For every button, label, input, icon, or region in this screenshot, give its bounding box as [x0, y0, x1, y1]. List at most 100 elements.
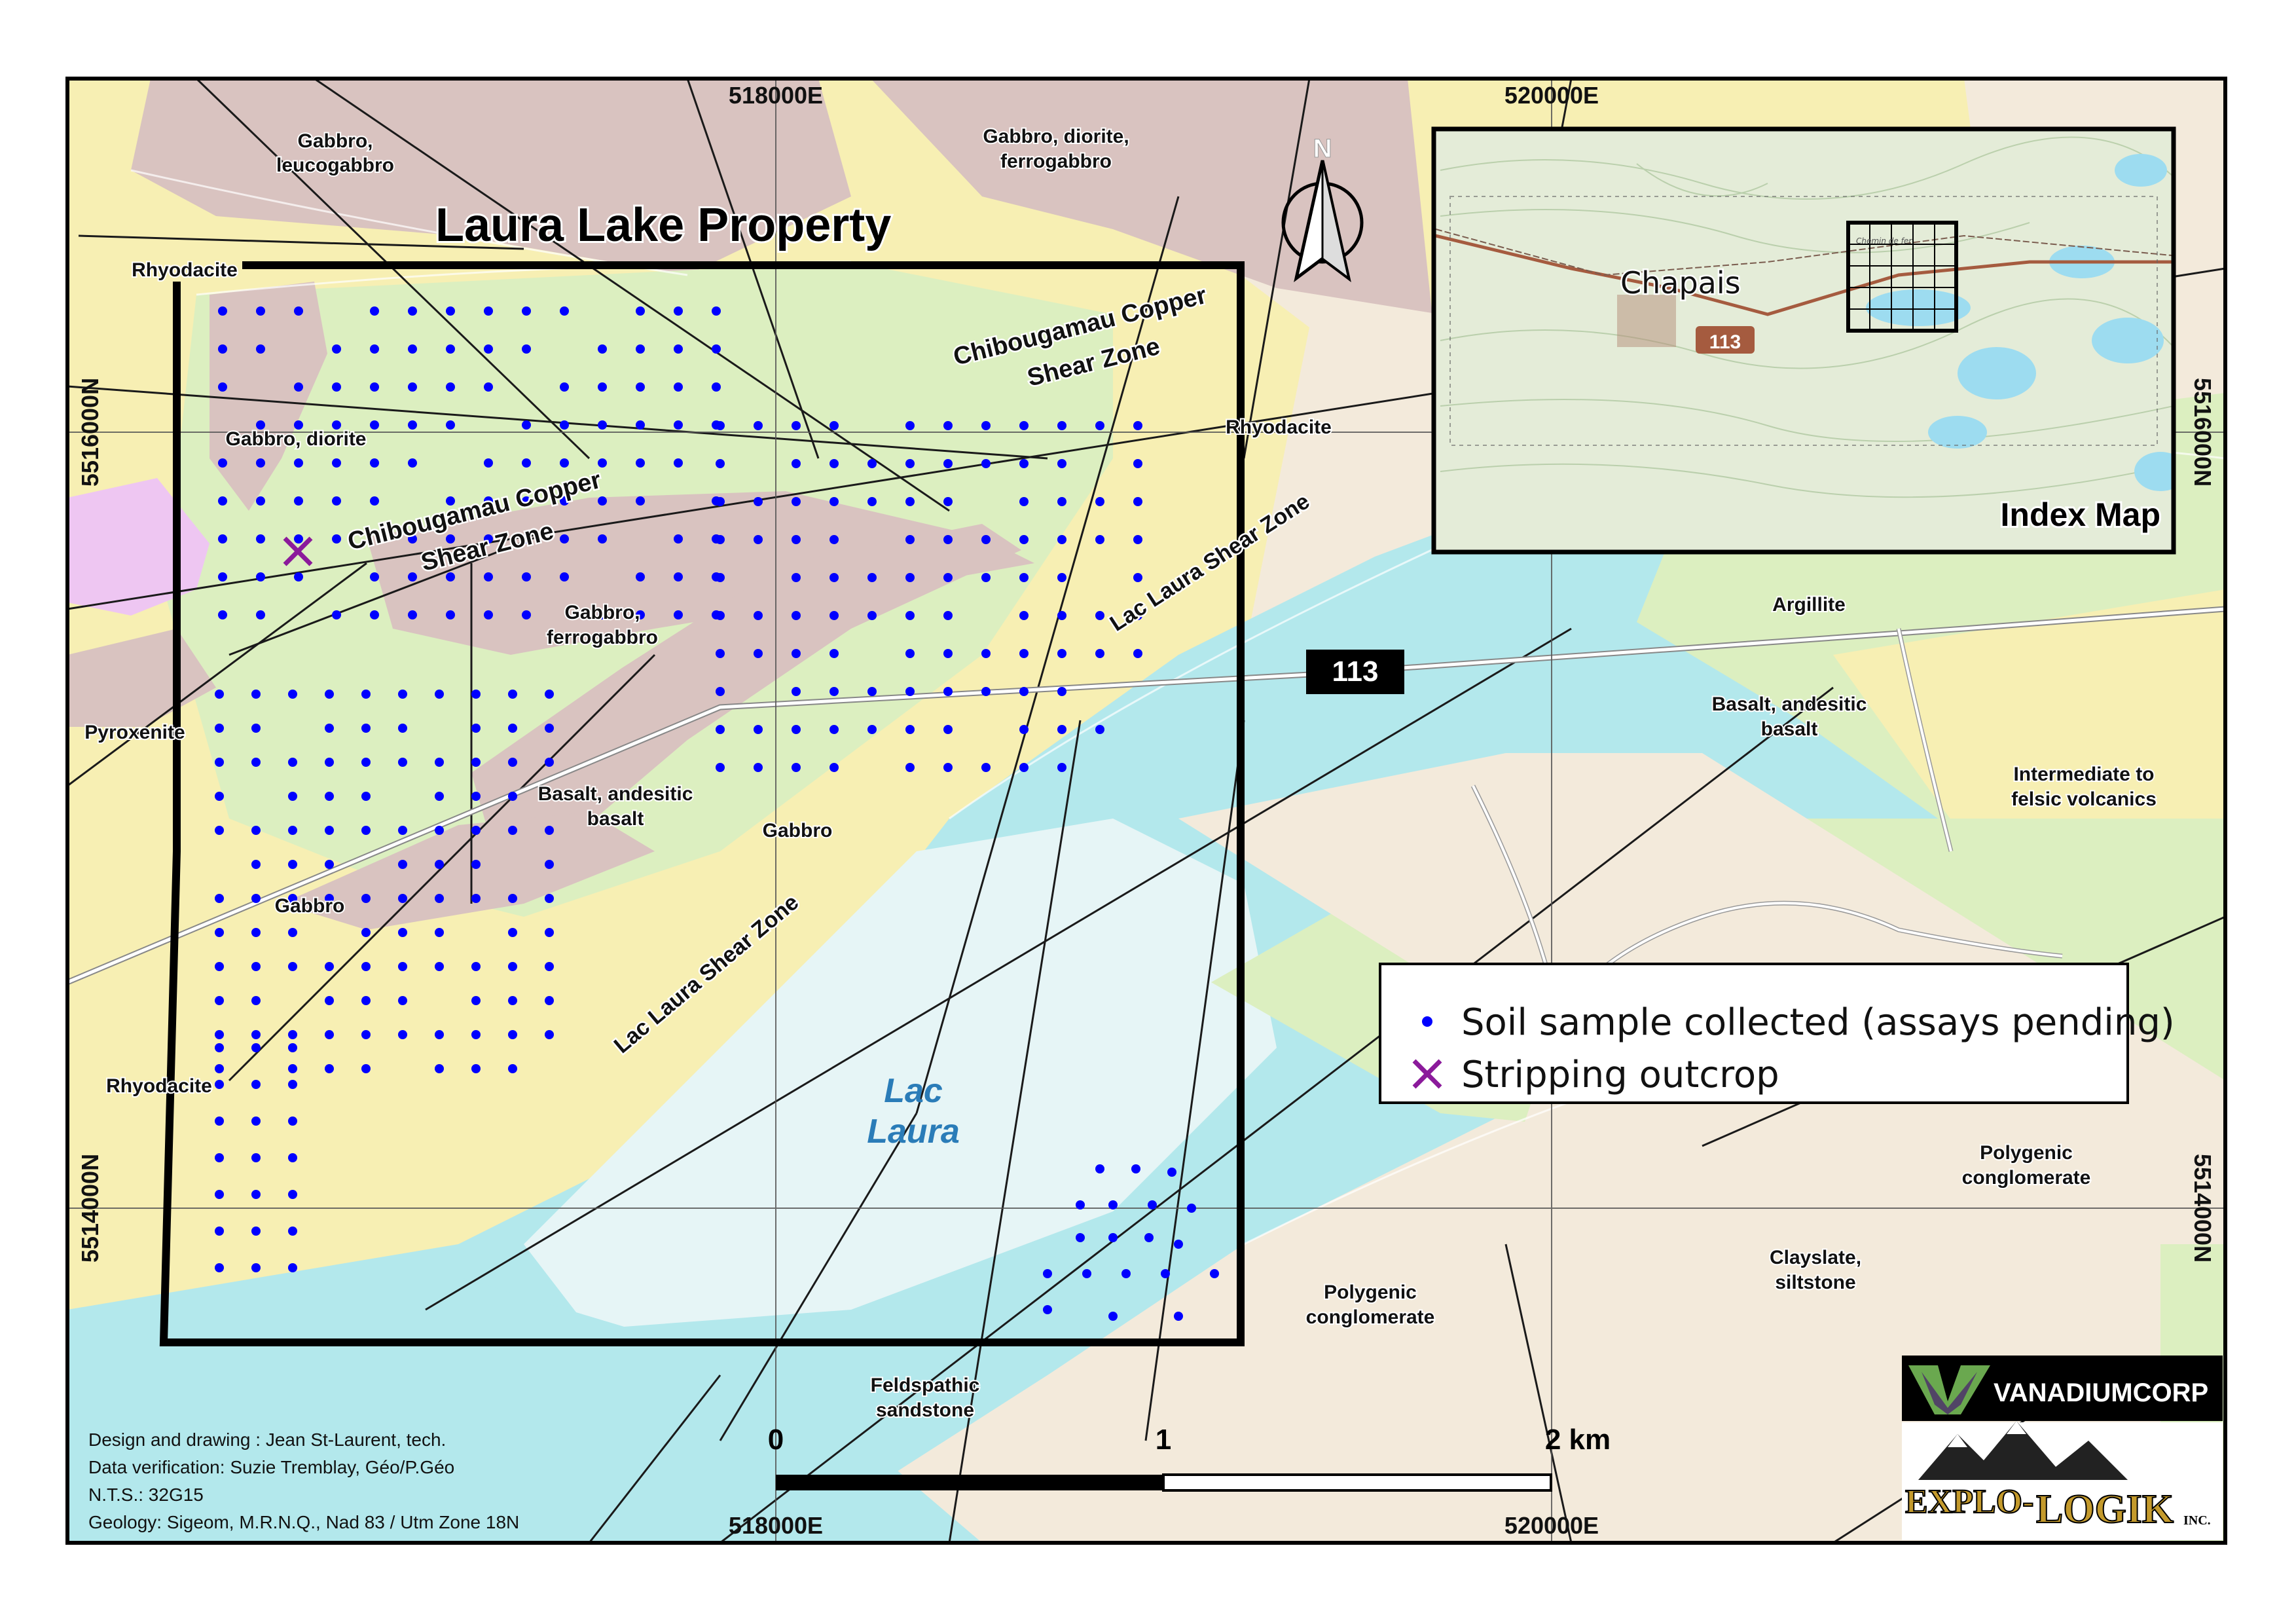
credit-nts: N.T.S.: 32G15 [88, 1485, 204, 1505]
soil-sample-dot [215, 1030, 224, 1039]
soil-sample-dot [251, 724, 261, 733]
soil-sample-dot [981, 687, 991, 696]
lake-label-1: Lac [884, 1072, 943, 1110]
soil-sample-dot [560, 382, 569, 392]
soil-sample-dot [288, 1227, 297, 1236]
soil-sample-dot [251, 826, 261, 835]
soil-sample-dot [215, 1043, 224, 1052]
soil-sample-dot [215, 758, 224, 767]
soil-sample-dot [508, 792, 517, 801]
soil-sample-dot [398, 1030, 407, 1039]
soil-sample-dot [398, 860, 407, 869]
soil-sample-dot [215, 1190, 224, 1199]
soil-sample-dot [508, 1064, 517, 1073]
soil-sample-dot [508, 690, 517, 699]
soil-sample-dot [215, 996, 224, 1005]
soil-sample-dot [294, 458, 303, 468]
coord-bottom-520000E: 520000E [1504, 1512, 1599, 1539]
scale-label-0: 0 [768, 1424, 784, 1456]
soil-sample-dot [408, 420, 417, 430]
soil-sample-dot [1161, 1269, 1170, 1278]
soil-sample-dot [981, 573, 991, 582]
soil-sample-dot [435, 758, 444, 767]
soil-sample-dot [361, 1030, 371, 1039]
north-arrow-icon: N [1281, 134, 1364, 283]
label-basalt-east-1: Basalt, andesitic [1712, 693, 1867, 715]
soil-sample-dot [325, 894, 334, 903]
soil-sample-dot [716, 535, 725, 544]
soil-sample-dot [674, 610, 683, 619]
explo-logik-inc: INC. [2183, 1513, 2211, 1528]
soil-sample-dot [251, 894, 261, 903]
soil-sample-dot [867, 459, 877, 468]
soil-sample-dot [716, 573, 725, 582]
soil-sample-dot [829, 497, 839, 506]
soil-sample-dot [1019, 459, 1029, 468]
soil-sample-dot [943, 611, 953, 620]
soil-sample-dot [545, 1030, 554, 1039]
soil-sample-dot [446, 496, 455, 506]
label-basalt-center-2: basalt [587, 808, 644, 830]
soil-sample-dot [905, 725, 915, 734]
soil-sample-dot [545, 894, 554, 903]
explo-logik-wordmark-1: EXPLO- [1905, 1483, 2033, 1521]
soil-sample-dot [943, 687, 953, 696]
soil-sample-dot [215, 826, 224, 835]
soil-sample-dot [398, 826, 407, 835]
soil-sample-dot [288, 1080, 297, 1089]
soil-sample-dot [370, 344, 379, 354]
soil-sample-dot [256, 306, 265, 316]
soil-sample-dot [251, 758, 261, 767]
soil-sample-dot [829, 725, 839, 734]
label-polygenic-south-1: Polygenic [1324, 1282, 1417, 1303]
soil-sample-dot [1019, 421, 1029, 430]
soil-sample-dot [215, 894, 224, 903]
legend: Soil sample collected (assays pending) S… [1379, 963, 2175, 1104]
soil-sample-dot [1133, 573, 1142, 582]
soil-sample-dot [398, 996, 407, 1005]
soil-sample-dot [435, 690, 444, 699]
soil-sample-dot [560, 420, 569, 430]
soil-sample-dot [408, 344, 417, 354]
soil-sample-dot [522, 610, 531, 619]
soil-sample-dot [484, 344, 493, 354]
soil-sample-dot [325, 996, 334, 1005]
label-polygenic-east-1: Polygenic [1980, 1142, 2073, 1164]
soil-sample-dot [471, 894, 481, 903]
soil-sample-dot [1187, 1204, 1196, 1213]
soil-sample-dot [1057, 535, 1066, 544]
soil-sample-dot [1133, 535, 1142, 544]
soil-sample-dot [545, 758, 554, 767]
soil-sample-dot [905, 497, 915, 506]
soil-sample-dot [218, 572, 227, 581]
soil-sample-dot [215, 1227, 224, 1236]
explo-logik-wordmark-2: LOGIK [2036, 1487, 2174, 1532]
soil-sample-dot [446, 344, 455, 354]
label-feldspathic-1: Feldspathic [871, 1375, 980, 1396]
soil-sample-dot [256, 610, 265, 619]
credit-verification: Data verification: Suzie Tremblay, Géo/P… [88, 1457, 454, 1477]
soil-sample-dot [1019, 687, 1029, 696]
soil-sample-dot [1057, 763, 1066, 772]
soil-sample-dot [288, 1263, 297, 1272]
coord-bottom-518000E: 518000E [729, 1512, 823, 1539]
soil-sample-dot [1057, 459, 1066, 468]
label-intermediate-felsic-2: felsic volcanics [2011, 788, 2157, 810]
credit-design: Design and drawing : Jean St-Laurent, te… [88, 1430, 446, 1450]
soil-sample-dot [522, 420, 531, 430]
soil-sample-dot [446, 420, 455, 430]
soil-sample-dot [446, 610, 455, 619]
soil-sample-dot [215, 928, 224, 937]
soil-sample-dot [294, 420, 303, 430]
scale-label-2km: 2 km [1545, 1424, 1611, 1456]
label-polygenic-south-2: conglomerate [1306, 1306, 1435, 1328]
soil-sample-dot [256, 572, 265, 581]
soil-sample-dot [905, 459, 915, 468]
soil-sample-dot [408, 458, 417, 468]
soil-sample-dot [288, 758, 297, 767]
label-argillite: Argillite [1772, 594, 1846, 616]
soil-sample-dot [754, 649, 763, 658]
soil-sample-dot [251, 1030, 261, 1039]
soil-sample-dot [288, 690, 297, 699]
soil-sample-dot [251, 1116, 261, 1126]
